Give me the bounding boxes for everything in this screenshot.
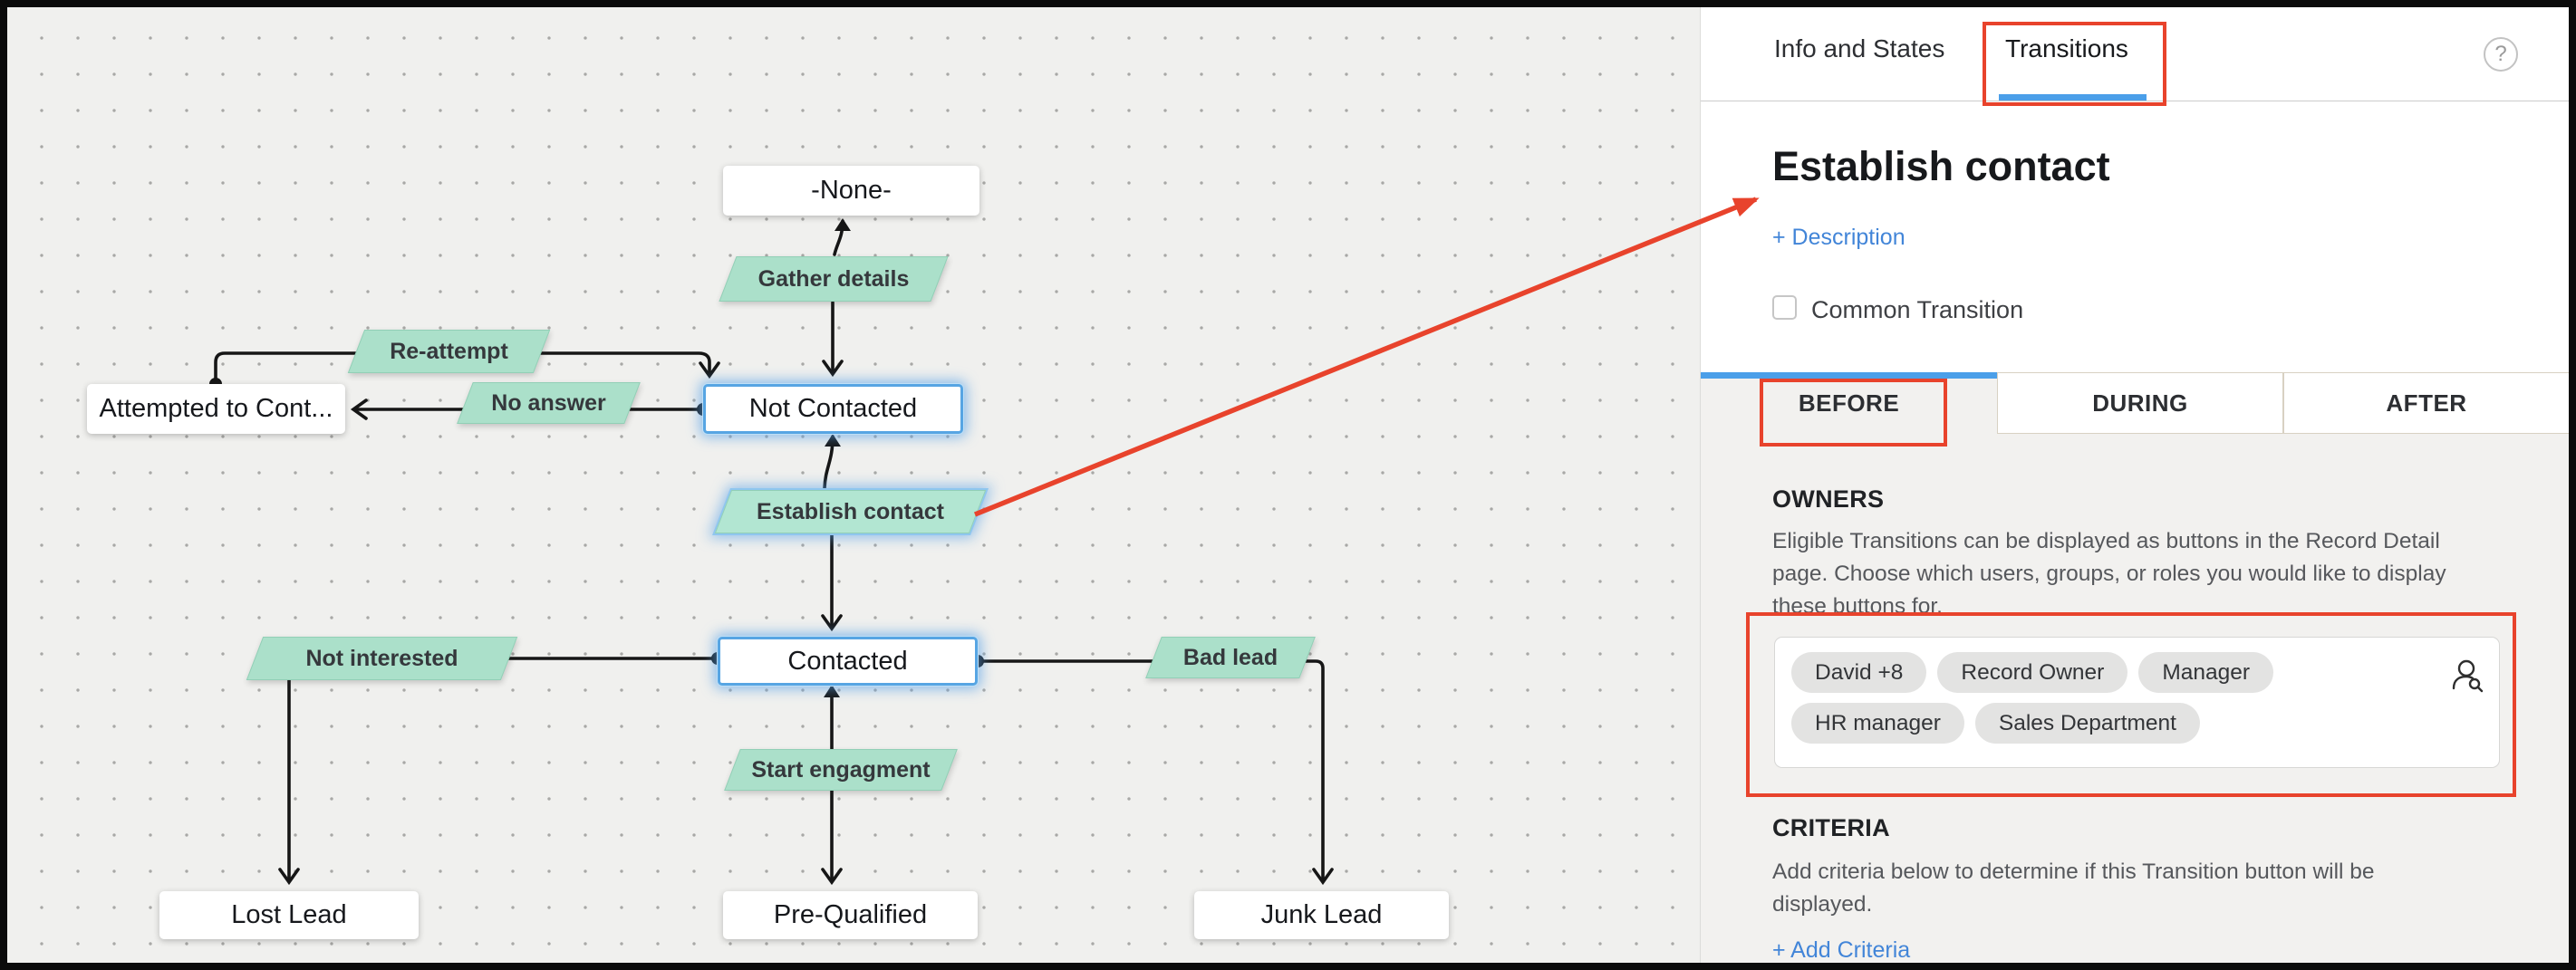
edge-not-contacted-establish-contact bbox=[823, 434, 841, 490]
state-attempted-to-contact[interactable]: Attempted to Cont... bbox=[87, 384, 345, 434]
active-phase-indicator bbox=[1701, 372, 1997, 379]
transition-label: Establish contact bbox=[757, 498, 944, 524]
criteria-description: Add criteria below to determine if this … bbox=[1772, 860, 2375, 917]
phase-tab-label: BEFORE bbox=[1798, 389, 1900, 417]
owners-description: Eligible Transitions can be displayed as… bbox=[1772, 529, 2446, 619]
owners-field[interactable]: David +8 Record Owner Manager HR manager… bbox=[1774, 637, 2500, 768]
add-criteria-link[interactable]: + Add Criteria bbox=[1772, 937, 1911, 963]
common-transition-checkbox[interactable] bbox=[1772, 295, 1797, 320]
flow-connectors bbox=[209, 218, 1334, 886]
state-contacted[interactable]: Contacted bbox=[718, 637, 978, 686]
transition-details-panel: Info and States Transitions ? Establish … bbox=[1700, 7, 2569, 963]
owner-chip[interactable]: Record Owner bbox=[1937, 652, 2128, 693]
state-pre-qualified[interactable]: Pre-Qualified bbox=[723, 891, 978, 939]
transition-bad-lead[interactable]: Bad lead bbox=[1145, 637, 1316, 678]
add-description-link[interactable]: + Description bbox=[1772, 225, 1905, 250]
active-tab-underline bbox=[1999, 94, 2147, 101]
state-not-contacted[interactable]: Not Contacted bbox=[703, 384, 963, 434]
phase-tab-during[interactable]: DURING bbox=[1997, 372, 2283, 434]
annotation-box-transitions-tab bbox=[1983, 22, 2166, 106]
common-transition-label: Common Transition bbox=[1811, 296, 2024, 323]
owners-heading: OWNERS bbox=[1772, 485, 1885, 513]
state-label: Pre-Qualified bbox=[773, 900, 928, 929]
owner-chip[interactable]: HR manager bbox=[1791, 703, 1964, 744]
state-label: Not Contacted bbox=[748, 394, 918, 423]
user-search-icon[interactable] bbox=[2446, 658, 2484, 696]
edge-contacted-not-interested-lost-lead bbox=[278, 652, 724, 886]
transition-no-answer[interactable]: No answer bbox=[457, 382, 641, 424]
edge-contacted-bad-lead-junk-lead bbox=[971, 655, 1334, 886]
phase-tab-label: DURING bbox=[2092, 389, 2188, 417]
state-label: Contacted bbox=[787, 646, 908, 676]
help-icon[interactable]: ? bbox=[2484, 37, 2518, 72]
annotation-box-owners bbox=[1746, 612, 2516, 797]
state-label: Junk Lead bbox=[1260, 900, 1383, 929]
phase-tab-after[interactable]: AFTER bbox=[2283, 372, 2569, 434]
transition-label: Gather details bbox=[757, 265, 910, 292]
state-label: -None- bbox=[811, 176, 892, 205]
owner-chip[interactable]: David +8 bbox=[1791, 652, 1927, 693]
transition-label: Re-attempt bbox=[390, 338, 508, 364]
transition-re-attempt[interactable]: Re-attempt bbox=[347, 330, 551, 373]
edge-none-gather-details bbox=[833, 218, 851, 256]
owner-chip[interactable]: Sales Department bbox=[1974, 703, 2200, 744]
transition-label: Start engagment bbox=[751, 756, 931, 783]
transition-establish-contact[interactable]: Establish contact bbox=[714, 490, 987, 533]
transition-label: Not interested bbox=[305, 645, 458, 671]
transition-title: Establish contact bbox=[1772, 143, 2110, 189]
phase-tab-label: AFTER bbox=[2386, 389, 2467, 417]
tab-info-and-states[interactable]: Info and States bbox=[1774, 34, 1945, 62]
state-lost-lead[interactable]: Lost Lead bbox=[159, 891, 419, 939]
state-label: Attempted to Cont... bbox=[99, 394, 333, 423]
tab-transitions[interactable]: Transitions bbox=[2005, 34, 2128, 62]
transition-not-interested[interactable]: Not interested bbox=[246, 637, 518, 680]
transition-label: No answer bbox=[491, 389, 606, 416]
owner-chip[interactable]: Manager bbox=[2138, 652, 2274, 693]
transition-label: Bad lead bbox=[1182, 644, 1278, 670]
annotation-box-before-tab bbox=[1760, 379, 1947, 447]
state-label: Lost Lead bbox=[231, 900, 347, 929]
transition-gather-details[interactable]: Gather details bbox=[719, 256, 949, 302]
transition-start-engagment[interactable]: Start engagment bbox=[724, 749, 958, 791]
state-none[interactable]: -None- bbox=[723, 166, 979, 216]
blueprint-canvas[interactable]: -None- Not Contacted Attempted to Cont..… bbox=[7, 7, 1700, 963]
criteria-heading: CRITERIA bbox=[1772, 814, 1890, 841]
state-junk-lead[interactable]: Junk Lead bbox=[1194, 891, 1449, 939]
